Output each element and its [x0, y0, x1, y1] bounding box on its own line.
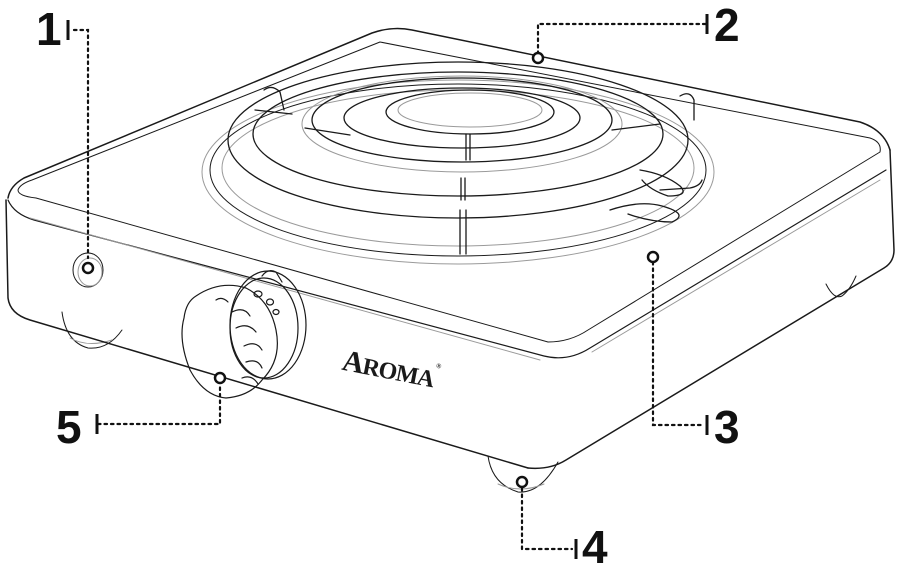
callout-4-target [515, 475, 529, 489]
callout-1-target [81, 261, 95, 275]
foot-back-left [61, 311, 123, 349]
callout-3-leader [651, 260, 706, 427]
callout-label-1: 1 [36, 3, 62, 55]
foot-back-right [825, 275, 857, 298]
callout-2-target [531, 51, 545, 65]
housing [5, 27, 895, 470]
callout-label-5: 5 [56, 401, 82, 453]
callout-2-leader [536, 22, 708, 56]
heating-coil [227, 61, 703, 255]
callout-label-2: 2 [714, 0, 740, 51]
callout-4-leader [520, 486, 574, 551]
foot-front [487, 455, 559, 493]
callout-5-target [213, 371, 227, 385]
callout-5-leader [96, 384, 222, 426]
callout-3-target [646, 250, 660, 264]
callout-label-4: 4 [582, 521, 608, 573]
callout-label-3: 3 [714, 401, 740, 453]
temperature-knob [181, 270, 307, 399]
callout-1-leader [72, 28, 90, 260]
